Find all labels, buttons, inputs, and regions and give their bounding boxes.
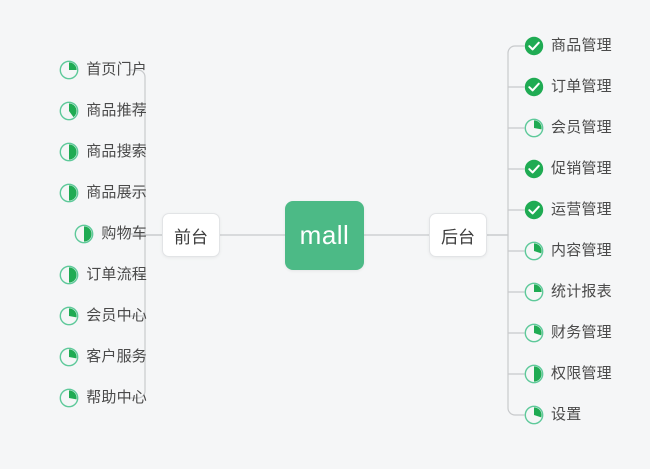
leaf-item-label: 商品展示: [86, 184, 147, 201]
root-node-label: mall: [299, 220, 350, 250]
leaf-item-label: 会员中心: [86, 307, 147, 324]
root-node-mall[interactable]: mall: [285, 201, 364, 270]
pie-progress-icon: [524, 364, 544, 384]
leaf-item-label: 财务管理: [551, 324, 612, 341]
leaf-item-label: 商品搜索: [86, 143, 147, 160]
right-spine: [507, 45, 525, 416]
leaf-item-label: 客户服务: [86, 348, 147, 365]
leaf-item-label: 订单管理: [551, 78, 612, 95]
leaf-item-left-8[interactable]: 帮助中心: [59, 385, 147, 411]
pie-progress-icon: [59, 265, 79, 285]
leaf-item-label: 促销管理: [551, 160, 612, 177]
leaf-item-right-4[interactable]: 运营管理: [524, 197, 612, 223]
branch-node-front-label: 前台: [174, 227, 208, 247]
leaf-item-label: 设置: [551, 406, 582, 423]
leaf-item-right-7[interactable]: 财务管理: [524, 320, 612, 346]
branch-node-back[interactable]: 后台: [429, 213, 487, 257]
leaf-item-left-5[interactable]: 订单流程: [59, 262, 147, 288]
leaf-item-label: 商品推荐: [86, 102, 147, 119]
check-circle-icon: [524, 77, 544, 97]
leaf-item-label: 内容管理: [551, 242, 612, 259]
branch-node-front[interactable]: 前台: [162, 213, 220, 257]
leaf-item-label: 购物车: [101, 225, 147, 242]
leaf-item-left-3[interactable]: 商品展示: [59, 180, 147, 206]
leaf-item-right-3[interactable]: 促销管理: [524, 156, 612, 182]
pie-progress-icon: [524, 118, 544, 138]
pie-progress-icon: [59, 388, 79, 408]
leaf-item-left-4[interactable]: 购物车: [74, 221, 147, 247]
leaf-item-label: 首页门户: [86, 61, 147, 78]
pie-progress-icon: [59, 183, 79, 203]
leaf-item-label: 帮助中心: [86, 389, 147, 406]
pie-progress-icon: [59, 347, 79, 367]
branch-node-back-label: 后台: [441, 227, 475, 247]
pie-progress-icon: [524, 323, 544, 343]
check-circle-icon: [524, 159, 544, 179]
pie-progress-icon: [74, 224, 94, 244]
leaf-item-right-0[interactable]: 商品管理: [524, 33, 612, 59]
pie-progress-icon: [59, 306, 79, 326]
check-circle-icon: [524, 36, 544, 56]
leaf-item-left-7[interactable]: 客户服务: [59, 344, 147, 370]
leaf-item-right-5[interactable]: 内容管理: [524, 238, 612, 264]
leaf-item-left-2[interactable]: 商品搜索: [59, 139, 147, 165]
pie-progress-icon: [524, 282, 544, 302]
leaf-item-label: 会员管理: [551, 119, 612, 136]
leaf-item-left-1[interactable]: 商品推荐: [59, 98, 147, 124]
leaf-item-label: 商品管理: [551, 37, 612, 54]
leaf-item-label: 统计报表: [551, 283, 612, 300]
check-circle-icon: [524, 200, 544, 220]
leaf-item-right-2[interactable]: 会员管理: [524, 115, 612, 141]
leaf-item-label: 运营管理: [551, 201, 612, 218]
leaf-item-left-0[interactable]: 首页门户: [59, 57, 147, 83]
leaf-item-right-6[interactable]: 统计报表: [524, 279, 612, 305]
pie-progress-icon: [524, 241, 544, 261]
pie-progress-icon: [59, 101, 79, 121]
pie-progress-icon: [59, 60, 79, 80]
leaf-item-right-8[interactable]: 权限管理: [524, 361, 612, 387]
leaf-item-left-6[interactable]: 会员中心: [59, 303, 147, 329]
leaf-item-label: 订单流程: [86, 266, 147, 283]
pie-progress-icon: [524, 405, 544, 425]
pie-progress-icon: [59, 142, 79, 162]
leaf-item-label: 权限管理: [551, 365, 612, 382]
leaf-item-right-1[interactable]: 订单管理: [524, 74, 612, 100]
leaf-item-right-9[interactable]: 设置: [524, 402, 581, 428]
